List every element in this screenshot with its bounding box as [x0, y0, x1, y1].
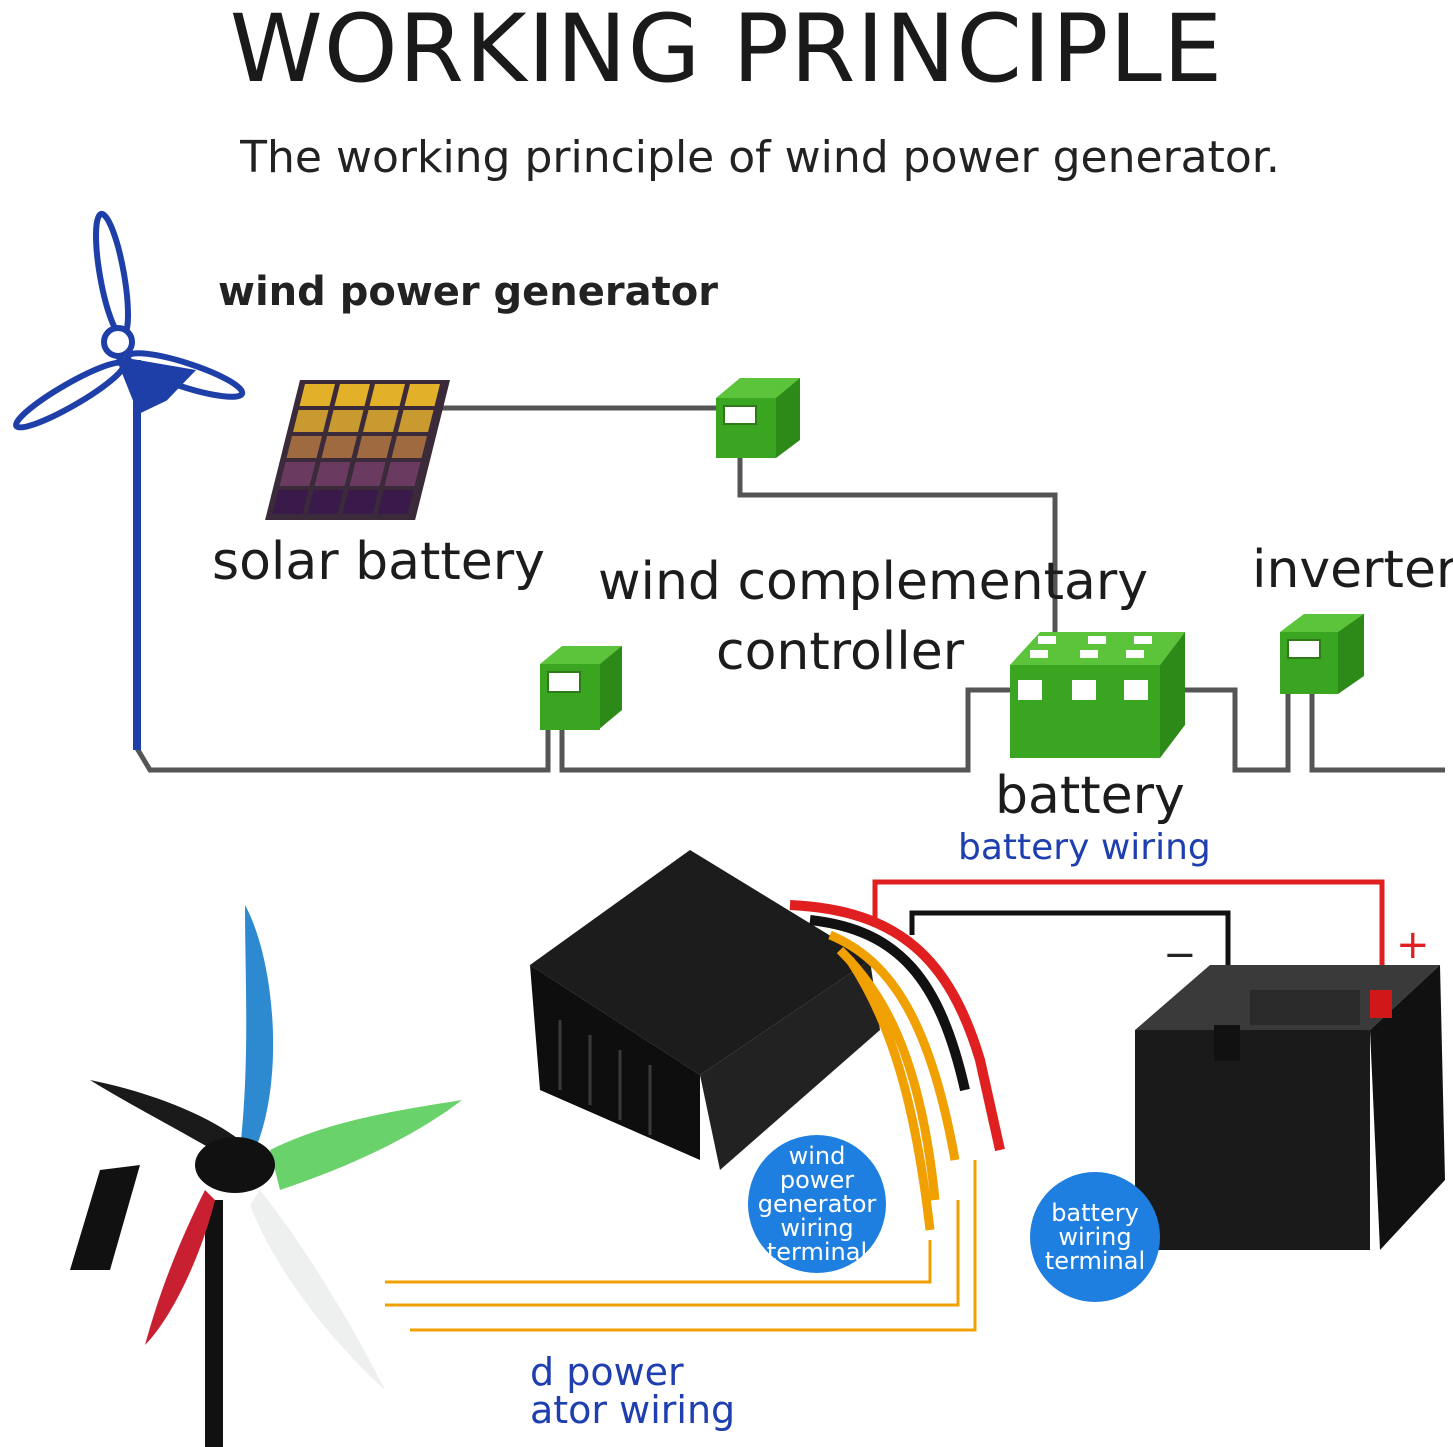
solar-panel-icon: [265, 380, 450, 520]
wind-turbine-icon: [13, 210, 246, 750]
battery-box-icon: [1010, 632, 1185, 758]
inverter-box-icon: [1280, 614, 1364, 694]
label-battery: battery: [995, 766, 1185, 826]
page-subtitle: The working principle of wind power gene…: [240, 132, 1280, 183]
callout-wind-terminal: wind power generator wiring terminal: [748, 1135, 886, 1273]
plus-sign: +: [1396, 922, 1430, 968]
callout-battery-terminal: battery wiring terminal: [1030, 1172, 1160, 1302]
car-battery-device: [1135, 965, 1445, 1250]
label-wind-power-wiring-line1: d power: [530, 1350, 684, 1394]
colorful-wind-turbine: [70, 905, 462, 1447]
label-wind-power-wiring-line2: ator wiring: [530, 1388, 736, 1432]
label-battery-wiring: battery wiring: [958, 827, 1211, 868]
label-controller-line2: controller: [716, 622, 965, 682]
page-title: WORKING PRINCIPLE: [229, 0, 1224, 104]
label-wind-power-generator: wind power generator: [218, 269, 718, 315]
controller-box-2-icon: [540, 646, 622, 730]
minus-sign: −: [1163, 932, 1197, 978]
controller-box-icon: [716, 378, 800, 458]
label-solar-battery: solar battery: [212, 532, 545, 592]
label-inverter: inverter: [1252, 540, 1453, 600]
charge-controller-device: [530, 850, 880, 1170]
label-controller-line1: wind complementary: [598, 552, 1148, 612]
connection-lines: [132, 405, 1445, 773]
